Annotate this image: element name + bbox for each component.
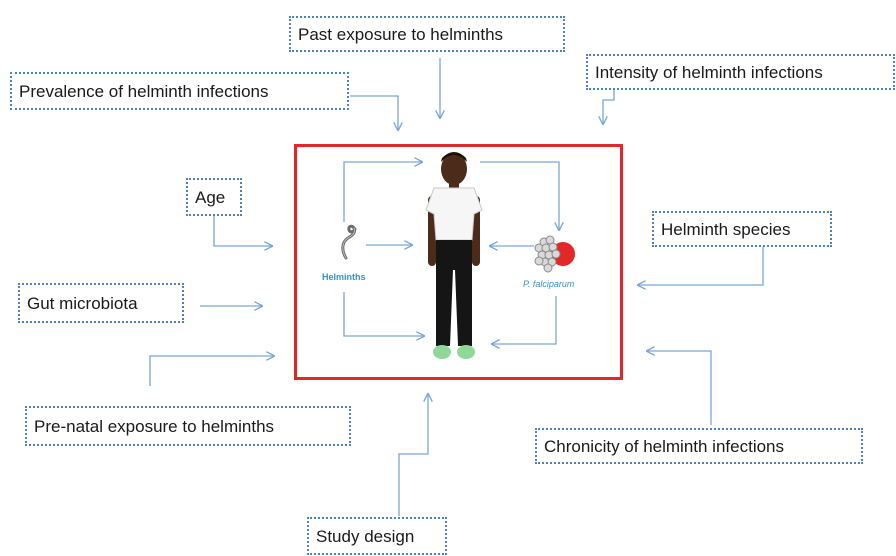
arrow-age <box>213 216 272 246</box>
plasmodium-cluster-icon <box>534 235 575 273</box>
inner-arrow-helminth-to-top <box>343 162 422 222</box>
factor-chronicity: Chronicity of helminth infections <box>535 428 863 464</box>
factor-age: Age <box>186 178 242 216</box>
pathogen-label: P. falciparum <box>523 279 575 289</box>
inner-arrow-top-to-pathogen <box>480 161 559 230</box>
factor-prenatal-exposure: Pre-natal exposure to helminths <box>25 406 351 446</box>
factor-prevalence: Prevalence of helminth infections <box>10 72 349 110</box>
factor-intensity: Intensity of helminth infections <box>586 54 895 90</box>
inner-arrow-pathogen-to-bottom <box>492 296 557 344</box>
arrow-helminth-species <box>638 246 764 285</box>
arrow-prevalence <box>350 95 398 130</box>
arrow-intensity <box>603 86 615 124</box>
helminths-label: Helminths <box>322 272 366 282</box>
factor-study-design: Study design <box>307 517 447 555</box>
inner-arrow-helminth-to-bottom <box>343 292 424 336</box>
factor-helminth-species: Helminth species <box>652 211 832 247</box>
helminth-worm-icon <box>341 224 357 260</box>
arrow-chronicity <box>647 351 712 425</box>
factor-past-exposure: Past exposure to helminths <box>289 16 565 52</box>
arrow-prenatal <box>149 356 274 386</box>
factor-gut-microbiota: Gut microbiota <box>18 283 184 323</box>
central-frame <box>294 144 623 380</box>
arrow-study-design <box>398 394 428 516</box>
person-figure <box>425 152 483 359</box>
